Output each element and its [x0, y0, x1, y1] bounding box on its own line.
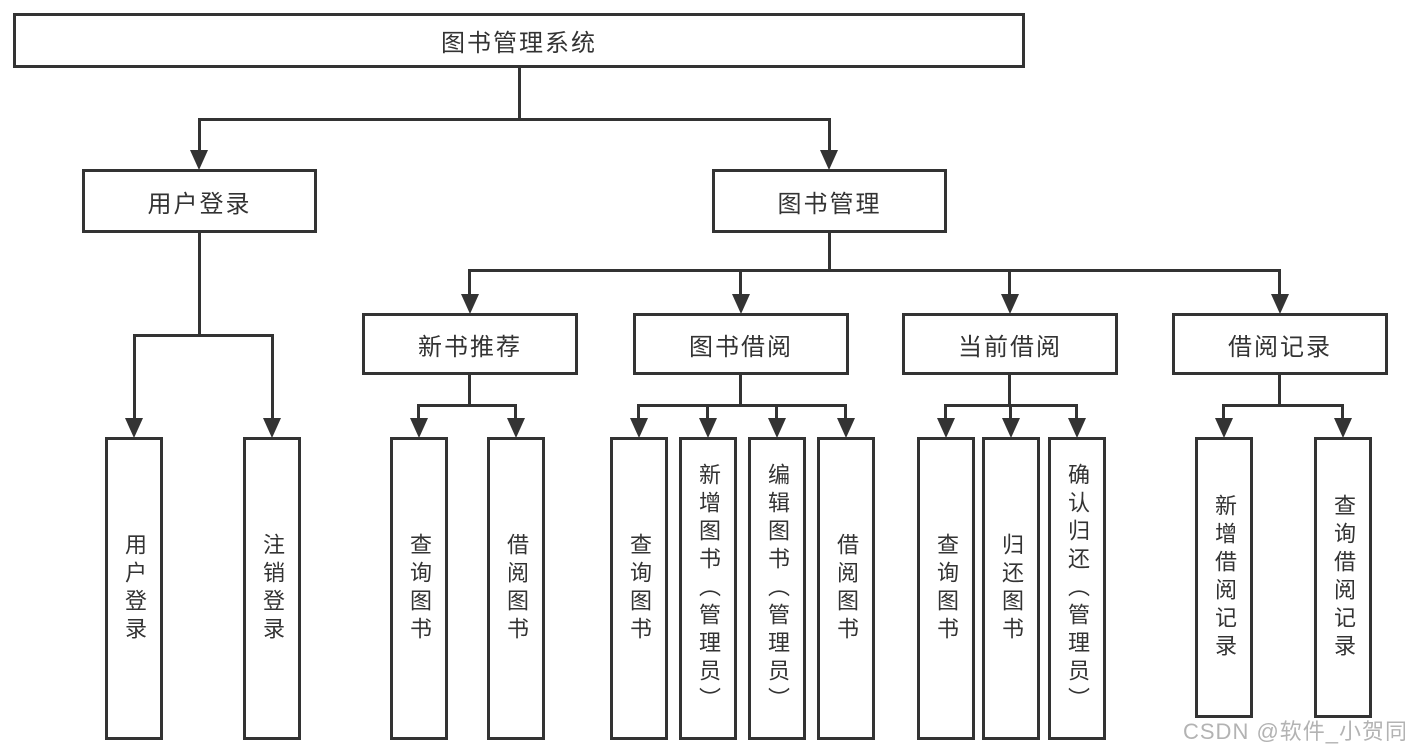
arrowhead-down-icon [1002, 418, 1020, 438]
node-label: 图书管理系统 [441, 30, 597, 57]
connector-line [198, 118, 201, 151]
arrowhead-down-icon [1068, 418, 1086, 438]
leaf-edit-book-admin: 编辑图书（管理员） [748, 437, 806, 740]
node-new-book-recommend: 新书推荐 [362, 313, 578, 375]
connector-line [944, 404, 1078, 407]
node-label: 借阅图书 [834, 532, 859, 645]
connector-line [518, 68, 521, 119]
connector-line [828, 118, 831, 151]
node-label: 借阅图书 [504, 532, 529, 645]
leaf-add-borrow-record: 新增借阅记录 [1195, 437, 1253, 718]
connector-line [271, 334, 274, 419]
node-label: 查询借阅记录 [1331, 493, 1356, 662]
leaf-add-book-admin: 新增图书（管理员） [679, 437, 737, 740]
connector-line [1341, 404, 1344, 419]
arrowhead-down-icon [937, 418, 955, 438]
leaf-query-book-2: 查询图书 [610, 437, 668, 740]
node-current-borrow: 当前借阅 [902, 313, 1118, 375]
node-label: 图书管理 [777, 190, 882, 218]
arrowhead-down-icon [507, 418, 525, 438]
connector-line [468, 269, 471, 295]
connector-line [1278, 375, 1281, 405]
connector-line [637, 404, 847, 407]
connector-line [1008, 375, 1011, 405]
connector-line [1009, 404, 1012, 419]
connector-line [198, 233, 201, 335]
node-book-management: 图书管理 [712, 169, 947, 233]
node-label: 当前借阅 [958, 333, 1062, 361]
connector-line [417, 404, 420, 419]
connector-line [1008, 269, 1011, 295]
connector-line [706, 404, 709, 419]
connector-line [844, 404, 847, 419]
node-borrow-records: 借阅记录 [1172, 313, 1388, 375]
arrowhead-down-icon [410, 418, 428, 438]
node-label: 查询图书 [627, 532, 652, 645]
arrowhead-down-icon [768, 418, 786, 438]
connector-line [133, 334, 136, 419]
node-label: 归还图书 [999, 532, 1024, 645]
leaf-confirm-return-admin: 确认归还（管理员） [1048, 437, 1106, 740]
arrowhead-down-icon [732, 294, 750, 314]
node-label: 图书借阅 [689, 333, 793, 361]
watermark: CSDN @软件_小贺同学 [1183, 719, 1405, 744]
connector-line [944, 404, 947, 419]
leaf-user-login: 用户登录 [105, 437, 163, 740]
node-label: 注销登录 [260, 532, 285, 645]
connector-line [468, 269, 1281, 272]
node-label: 用户登录 [147, 190, 252, 218]
connector-line [468, 375, 471, 405]
connector-line [133, 334, 274, 337]
node-label: 借阅记录 [1228, 333, 1332, 361]
node-label: 确认归还（管理员） [1065, 462, 1090, 715]
node-label: 编辑图书（管理员） [765, 462, 790, 715]
arrowhead-down-icon [1215, 418, 1233, 438]
connector-line [417, 404, 517, 407]
arrowhead-down-icon [461, 294, 479, 314]
leaf-borrow-book-1: 借阅图书 [487, 437, 545, 740]
node-label: 查询图书 [934, 532, 959, 645]
connector-line [198, 118, 831, 121]
arrowhead-down-icon [1271, 294, 1289, 314]
leaf-query-book-3: 查询图书 [917, 437, 975, 740]
node-label: 新增借阅记录 [1212, 493, 1237, 662]
arrowhead-down-icon [190, 150, 208, 170]
node-root: 图书管理系统 [13, 13, 1025, 68]
leaf-query-borrow-record: 查询借阅记录 [1314, 437, 1372, 718]
connector-line [514, 404, 517, 419]
node-user-login: 用户登录 [82, 169, 317, 233]
connector-line [1222, 404, 1344, 407]
connector-line [828, 233, 831, 270]
node-label: 新书推荐 [418, 333, 522, 361]
arrowhead-down-icon [820, 150, 838, 170]
arrowhead-down-icon [1334, 418, 1352, 438]
connector-line [1075, 404, 1078, 419]
node-book-borrow: 图书借阅 [633, 313, 849, 375]
node-label: 查询图书 [407, 532, 432, 645]
leaf-query-book-1: 查询图书 [390, 437, 448, 740]
arrowhead-down-icon [630, 418, 648, 438]
arrowhead-down-icon [837, 418, 855, 438]
node-label: 新增图书（管理员） [696, 462, 721, 715]
arrowhead-down-icon [1001, 294, 1019, 314]
arrowhead-down-icon [125, 418, 143, 438]
connector-line [739, 269, 742, 295]
connector-line [1222, 404, 1225, 419]
connector-line [1278, 269, 1281, 295]
connector-line [775, 404, 778, 419]
connector-line [637, 404, 640, 419]
connector-line [739, 375, 742, 405]
node-label: 用户登录 [122, 532, 147, 645]
arrowhead-down-icon [699, 418, 717, 438]
leaf-logout: 注销登录 [243, 437, 301, 740]
leaf-borrow-book-2: 借阅图书 [817, 437, 875, 740]
leaf-return-book: 归还图书 [982, 437, 1040, 740]
arrowhead-down-icon [263, 418, 281, 438]
